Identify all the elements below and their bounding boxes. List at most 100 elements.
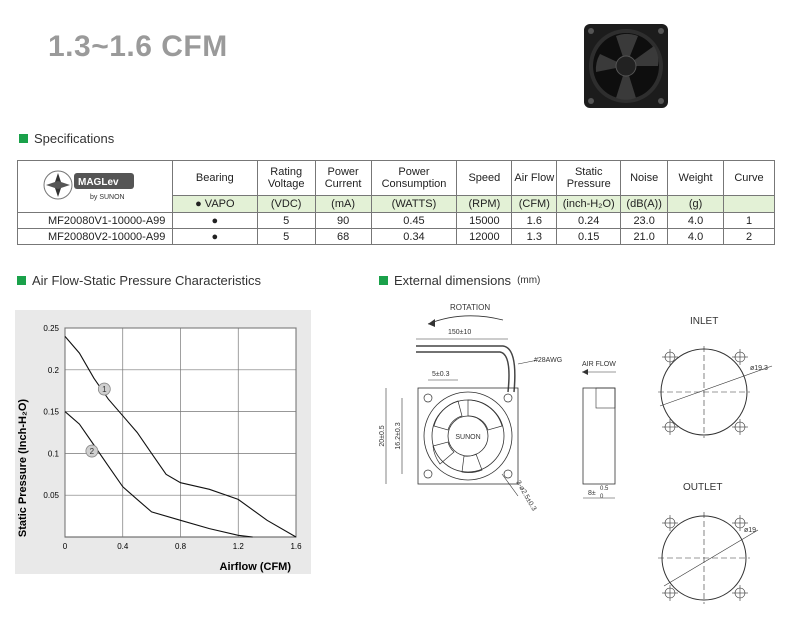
x-tick-label: 0.4 bbox=[117, 542, 129, 551]
y-axis-label: Static Pressure (Inch-H₂O) bbox=[17, 399, 29, 537]
series-line-1 bbox=[64, 336, 297, 538]
external-dimensions-heading: External dimensions(mm) bbox=[379, 273, 540, 288]
x-tick-label: 1.6 bbox=[290, 542, 302, 551]
rotation-label: ROTATION bbox=[450, 303, 490, 312]
thickness-label: 8± bbox=[588, 490, 596, 497]
header-power-current: Power Current bbox=[314, 159, 372, 197]
unit-airflow: (CFM) bbox=[511, 195, 558, 213]
header-speed: Speed bbox=[456, 159, 513, 197]
air-flow-arrow-icon bbox=[582, 369, 588, 375]
thickness-tolerance-minus: 0 bbox=[600, 494, 604, 500]
rotation-arrow bbox=[427, 315, 504, 325]
offset-label: 5±0.3 bbox=[432, 371, 450, 378]
table-cell: 23.0 bbox=[620, 212, 669, 229]
air-flow-label: AIR FLOW bbox=[582, 361, 616, 368]
logo-text: MAGLev bbox=[78, 177, 119, 188]
table-cell: 0.15 bbox=[556, 228, 622, 245]
series-line-2 bbox=[64, 411, 253, 538]
x-tick-label: 1.2 bbox=[233, 542, 245, 551]
overall-size-label: 20±0.5 bbox=[379, 425, 386, 446]
x-tick-label: 0.8 bbox=[175, 542, 187, 551]
series-marker-2 bbox=[85, 444, 99, 458]
outlet-diameter-label: ø19 bbox=[744, 527, 756, 534]
table-cell: 21.0 bbox=[620, 228, 669, 245]
unit-current: (mA) bbox=[314, 195, 372, 213]
brand-label: SUNON bbox=[455, 434, 480, 441]
unit-speed: (RPM) bbox=[456, 195, 513, 213]
header-curve: Curve bbox=[723, 159, 775, 197]
awg-label: #28AWG bbox=[534, 357, 562, 364]
table-cell: 90 bbox=[314, 212, 372, 229]
header-weight: Weight bbox=[667, 159, 725, 197]
rotation-arrowhead-icon bbox=[428, 319, 435, 327]
chart-series: 12 bbox=[64, 336, 297, 538]
table-cell: 0.24 bbox=[556, 212, 622, 229]
mounting-hole bbox=[503, 469, 513, 479]
unit-consumption: (WATTS) bbox=[370, 195, 458, 213]
chart-grid bbox=[64, 327, 297, 538]
table-cell: 1.6 bbox=[511, 212, 558, 229]
specifications-heading: Specifications bbox=[19, 131, 114, 146]
specifications-table: MAGLev by SUNON Bearing Rating Voltage P… bbox=[17, 159, 775, 245]
fan-front-outline bbox=[417, 387, 519, 485]
y-tick-label: 0.2 bbox=[48, 366, 60, 375]
table-cell: 4.0 bbox=[667, 212, 725, 229]
mounting-hole bbox=[423, 393, 433, 403]
table-cell: ● bbox=[171, 228, 258, 245]
cable-length-label: 150±10 bbox=[448, 329, 471, 336]
model-cell: MF20080V2-10000-A99 bbox=[17, 228, 173, 245]
header-static-pressure: Static Pressure bbox=[556, 159, 622, 197]
y-tick-label: 0.05 bbox=[43, 491, 59, 500]
table-cell: 0.45 bbox=[370, 212, 458, 229]
header-bearing: Bearing bbox=[171, 159, 258, 197]
table-cell: 5 bbox=[256, 212, 316, 229]
table-cell: 68 bbox=[314, 228, 372, 245]
header-air-flow: Air Flow bbox=[511, 159, 558, 197]
unit-noise: (dB(A)) bbox=[620, 195, 669, 213]
hole-spacing-label: 16.2±0.3 bbox=[395, 422, 402, 449]
table-cell: 2 bbox=[723, 228, 775, 245]
fan-photo-image bbox=[584, 24, 668, 108]
y-tick-label: 0.1 bbox=[48, 449, 60, 458]
green-square-icon bbox=[17, 276, 26, 285]
mounting-hole bbox=[423, 469, 433, 479]
unit-bearing: ● VAPO bbox=[171, 195, 258, 213]
table-row: MF20080V1-10000-A99 ● 5 90 0.45 15000 1.… bbox=[17, 212, 775, 229]
green-square-icon bbox=[19, 134, 28, 143]
table-cell: 15000 bbox=[456, 212, 513, 229]
unit-voltage: (VDC) bbox=[256, 195, 316, 213]
series-label-2: 2 bbox=[90, 447, 95, 456]
table-cell: 12000 bbox=[456, 228, 513, 245]
page-title: 1.3~1.6 CFM bbox=[48, 30, 228, 63]
header-power-consumption: Power Consumption bbox=[370, 159, 458, 197]
mounting-hole bbox=[503, 393, 513, 403]
logo-subtext: by SUNON bbox=[90, 194, 125, 201]
cable bbox=[416, 345, 516, 393]
airflow-chart-heading: Air Flow-Static Pressure Characteristics bbox=[17, 273, 261, 288]
header-rating-voltage: Rating Voltage bbox=[256, 159, 316, 197]
fan-side-outline bbox=[582, 387, 616, 485]
table-cell: ● bbox=[171, 212, 258, 229]
y-tick-label: 0.25 bbox=[43, 324, 59, 333]
thickness-tolerance-plus: 0.5 bbox=[600, 486, 609, 492]
table-cell: 4.0 bbox=[667, 228, 725, 245]
table-cell: 1 bbox=[723, 212, 775, 229]
unit-curve bbox=[723, 195, 775, 213]
model-cell: MF20080V1-10000-A99 bbox=[17, 212, 173, 229]
unit-weight: (g) bbox=[667, 195, 725, 213]
header-noise: Noise bbox=[620, 159, 669, 197]
table-cell: 1.3 bbox=[511, 228, 558, 245]
inlet-label: INLET bbox=[690, 316, 718, 327]
unit-pressure: (inch-H₂O) bbox=[556, 195, 622, 213]
y-tick-label: 0.15 bbox=[43, 408, 59, 417]
series-marker-1 bbox=[97, 382, 111, 396]
external-dimensions-drawing: ROTATION 150±10 #28AWG 5±0.3 SUNON 20±0.… bbox=[379, 303, 773, 604]
table-cell: 0.34 bbox=[370, 228, 458, 245]
series-label-1: 1 bbox=[102, 385, 107, 394]
outlet-label: OUTLET bbox=[683, 482, 722, 493]
maglev-logo: MAGLev by SUNON bbox=[17, 160, 173, 213]
x-axis-label: Airflow (CFM) bbox=[220, 561, 292, 573]
